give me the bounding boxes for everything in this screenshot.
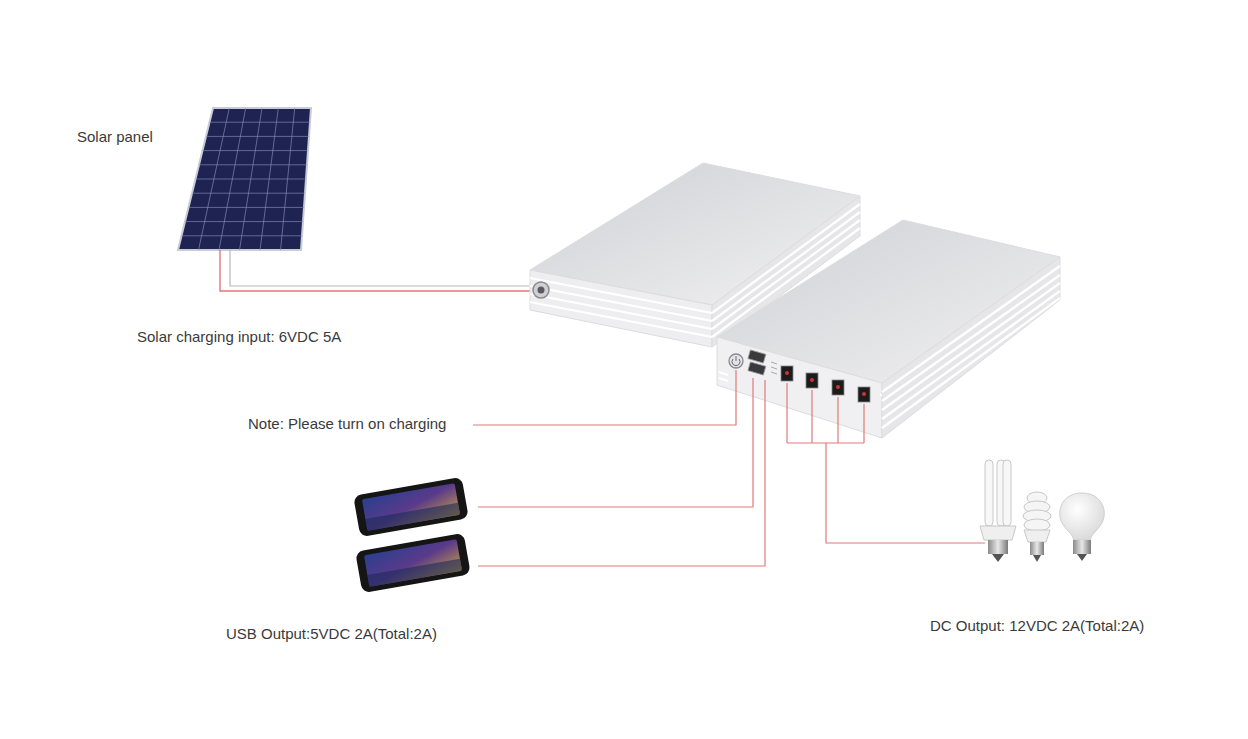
phone — [353, 477, 469, 537]
battery-unit — [717, 220, 1060, 438]
callout-label: Solar panel — [77, 128, 153, 146]
cfl-bulb — [980, 460, 1016, 562]
solar-panel — [178, 108, 311, 250]
leader-line — [473, 370, 985, 566]
power-button — [729, 354, 743, 368]
phone — [355, 533, 471, 593]
dc-port — [781, 366, 870, 402]
callout-label: Note: Please turn on charging — [248, 415, 446, 433]
panel-body — [178, 108, 311, 250]
spiral-bulb — [1023, 492, 1051, 562]
panel-grid — [182, 108, 311, 250]
callout-label: Solar charging input: 6VDC 5A — [137, 328, 341, 346]
callout-label: USB Output:5VDC 2A(Total:2A) — [226, 625, 437, 643]
charge-port — [533, 282, 549, 298]
callout-label: DC Output: 12VDC 2A(Total:2A) — [930, 617, 1144, 635]
solar-wire — [220, 250, 533, 291]
usb-port — [748, 350, 766, 375]
incandescent-bulb — [1060, 493, 1105, 561]
